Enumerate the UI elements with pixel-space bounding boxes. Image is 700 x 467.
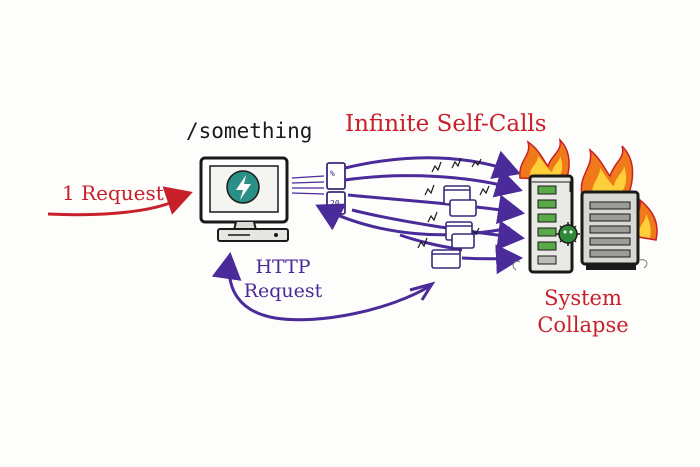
system-collapse-label-line1: System xyxy=(544,286,622,310)
endpoint-label: /something xyxy=(186,119,313,143)
document-label: % xyxy=(330,169,335,178)
self-call-arrows xyxy=(315,150,525,275)
smoke-scribbles xyxy=(512,259,648,271)
document-label: 20 xyxy=(330,199,340,208)
server-rack-icon xyxy=(580,190,640,270)
lightning-bolt-icon xyxy=(226,170,260,204)
http-request-loop-arrow xyxy=(211,252,431,322)
diagram-title: Infinite Self-Calls xyxy=(345,111,547,137)
system-collapse-label-line2: Collapse xyxy=(537,313,629,338)
incoming-request-arrow xyxy=(47,186,193,217)
server-rack-icon xyxy=(528,174,574,274)
virus-icon xyxy=(556,222,580,246)
http-request-label: HTTP Request xyxy=(238,256,328,304)
incoming-request-label: 1 Request xyxy=(62,181,164,205)
http-request-label-line2: Request xyxy=(243,279,323,302)
system-collapse-label: System Collapse xyxy=(528,285,638,340)
document-icon xyxy=(431,185,477,269)
http-request-label-line1: HTTP xyxy=(255,256,311,278)
motion-lines xyxy=(291,175,325,195)
